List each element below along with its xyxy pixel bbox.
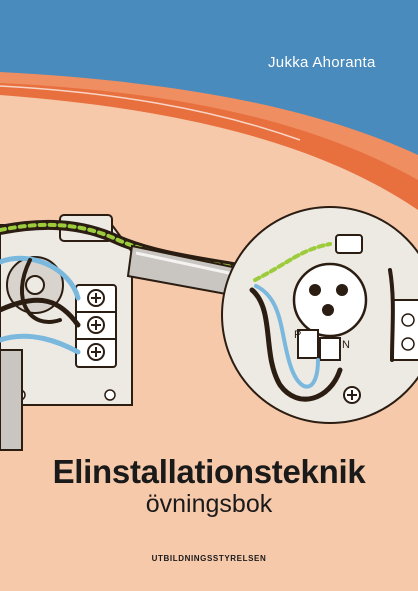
sky-band	[0, 0, 418, 155]
publisher-name: UTBILDNINGSSTYRELSEN	[151, 554, 267, 563]
band-white-line	[0, 85, 301, 141]
book-subtitle: övningsbok	[145, 490, 273, 518]
author-name: Jukka Ahoranta	[268, 54, 376, 71]
screw-terminal-icon	[75, 284, 117, 368]
neutral-terminal-label: N	[342, 339, 350, 351]
socket-wires	[249, 242, 395, 402]
phase-terminal-label: P	[294, 329, 301, 341]
book-title: Elinstallationsteknik	[52, 453, 366, 490]
